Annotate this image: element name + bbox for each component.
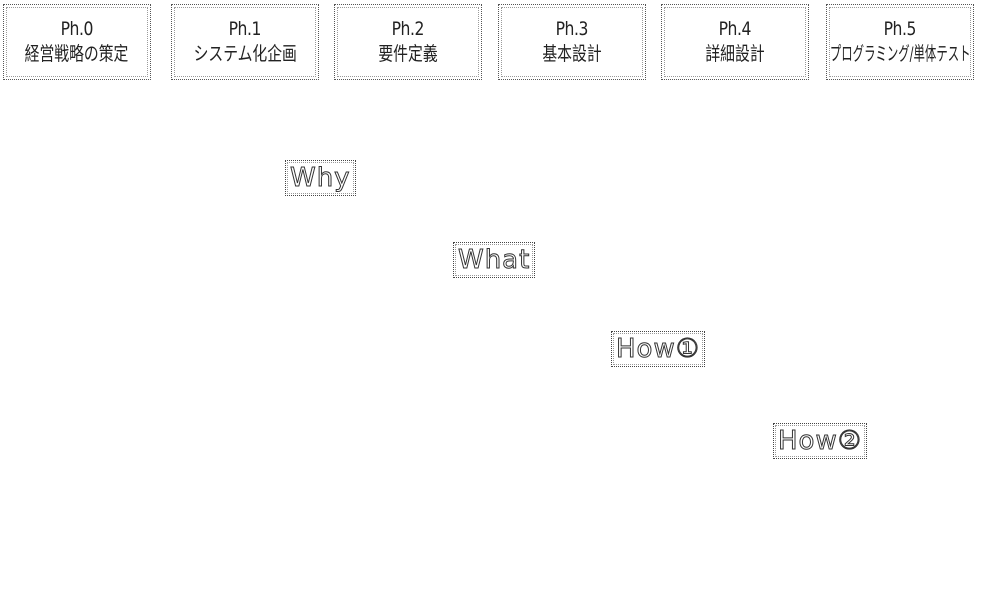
phase-code: Ph.1: [228, 18, 262, 40]
step-label-why: Why: [285, 160, 356, 196]
step-label-how-1: How①: [611, 331, 706, 367]
phase-box-0: Ph.0 経営戦略の策定: [3, 4, 151, 80]
step-label-how-2: How②: [773, 423, 868, 459]
phase-code: Ph.2: [391, 18, 425, 40]
phase-code: Ph.3: [555, 18, 589, 40]
phase-box-1: Ph.1 システム化企画: [171, 4, 319, 80]
phase-box-5: Ph.5 プログラミング/単体テスト: [826, 4, 974, 80]
phase-box-2: Ph.2 要件定義: [334, 4, 482, 80]
phase-row: Ph.0 経営戦略の策定 Ph.1 システム化企画 Ph.2 要件定義 Ph.3…: [0, 0, 1000, 90]
phase-name: 要件定義: [378, 43, 438, 65]
phase-name: 基本設計: [542, 43, 602, 65]
phase-name: 経営戦略の策定: [25, 43, 129, 65]
phase-code: Ph.4: [718, 18, 752, 40]
phase-box-4: Ph.4 詳細設計: [661, 4, 809, 80]
phase-box-3: Ph.3 基本設計: [498, 4, 646, 80]
step-label-what: What: [453, 242, 536, 278]
phase-code: Ph.5: [883, 18, 917, 40]
phase-name: 詳細設計: [705, 43, 765, 65]
phase-name: システム化企画: [193, 43, 297, 65]
phase-name: プログラミング/単体テスト: [829, 43, 971, 65]
phase-code: Ph.0: [60, 18, 94, 40]
